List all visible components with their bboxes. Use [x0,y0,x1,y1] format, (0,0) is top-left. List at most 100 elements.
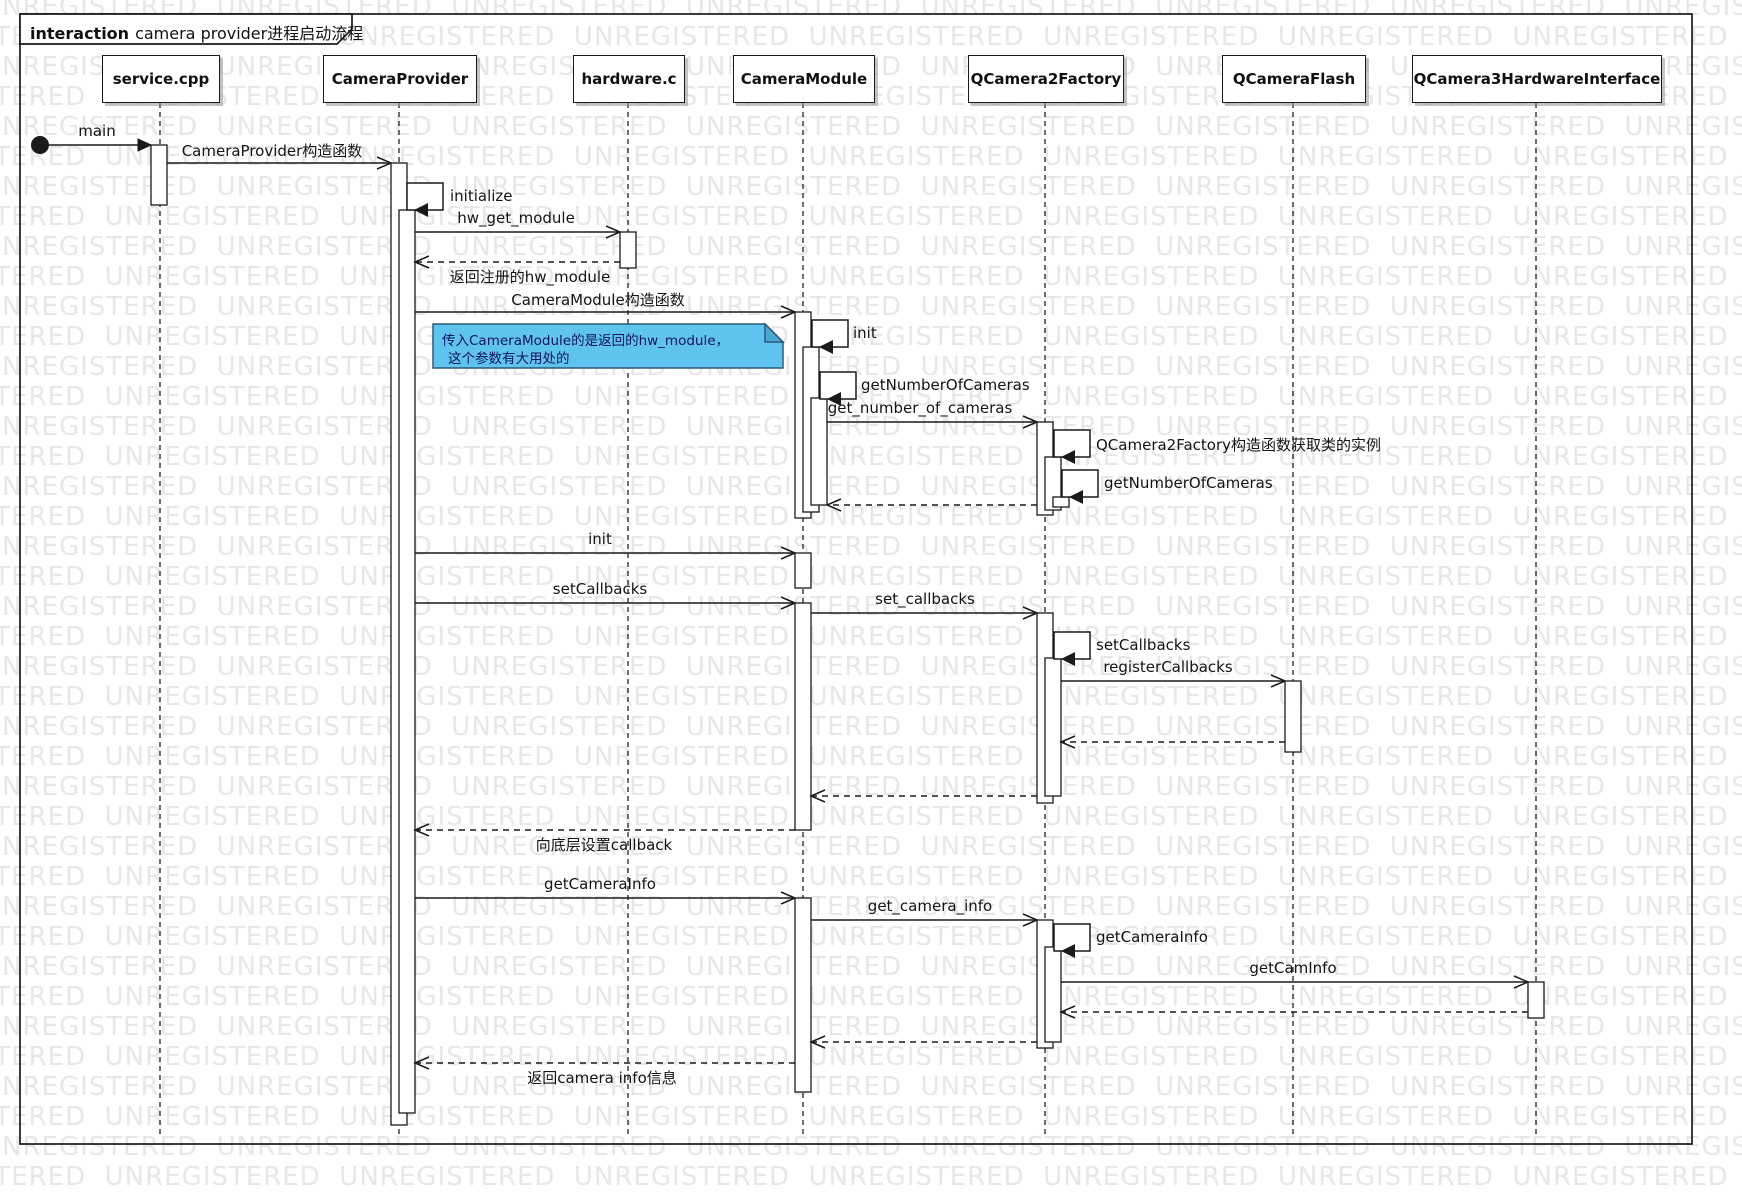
activation-bar[interactable] [810,397,828,506]
arrowhead-open [1022,606,1039,620]
note-box[interactable] [432,323,784,369]
watermark-row: UNREGISTERED UNREGISTERED UNREGISTERED U… [0,472,1742,502]
arrowhead-open [825,498,842,512]
message-label-get_camera_info[interactable]: get_camera_info [867,897,993,915]
watermark-row: UNREGISTERED UNREGISTERED UNREGISTERED U… [0,952,1742,982]
arrowhead-filled [1069,490,1083,504]
arrowhead-filled [827,392,841,406]
arrowhead-filled [819,340,833,354]
return-label-向底层设置callback[interactable]: 向底层设置callback [535,836,673,854]
self-message-label-getNumberOfCameras[interactable]: getNumberOfCameras [1104,474,1273,492]
watermark-row: UNREGISTERED UNREGISTERED UNREGISTERED U… [0,712,1742,742]
watermark-row: UNREGISTERED UNREGISTERED UNREGISTERED U… [0,1162,1729,1192]
activation-bar[interactable] [619,231,637,269]
arrowhead-filled [1061,450,1075,464]
arrowhead-open [1059,735,1076,749]
message-label-CameraProvider构造函数[interactable]: CameraProvider构造函数 [181,142,363,160]
watermark-row: UNREGISTERED UNREGISTERED UNREGISTERED U… [0,112,1742,142]
message-label-getCameraInfo[interactable]: getCameraInfo [544,875,656,893]
watermark-row: UNREGISTERED UNREGISTERED UNREGISTERED U… [0,742,1729,772]
return-label-返回注册的hw_module[interactable]: 返回注册的hw_module [449,268,611,286]
message-label-setCallbacks[interactable]: setCallbacks [552,580,648,598]
activation-bar[interactable] [1044,657,1062,797]
message-label-init[interactable]: init [588,530,612,548]
lifeline-head-QCamera2Factory[interactable]: QCamera2Factory [968,55,1124,103]
self-message-init[interactable] [811,319,849,348]
message-label-getCamInfo[interactable]: getCamInfo [1249,959,1337,977]
self-message-label-initialize[interactable]: initialize [450,187,513,205]
activation-bar[interactable] [794,552,812,589]
watermark-row: UNREGISTERED UNREGISTERED UNREGISTERED U… [0,832,1742,862]
watermark-row: UNREGISTERED UNREGISTERED UNREGISTERED U… [0,982,1729,1012]
activation-bar[interactable] [1052,496,1070,508]
lifeline-head-service.cpp[interactable]: service.cpp [102,55,220,103]
activation-bar[interactable] [1044,946,1062,1043]
watermark-row: UNREGISTERED UNREGISTERED UNREGISTERED U… [0,772,1742,802]
arrowhead-filled [1061,944,1075,958]
arrowhead-open [413,255,430,269]
self-message-label-QCamera2Factory构造函数获取类的实例[interactable]: QCamera2Factory构造函数获取类的实例 [1096,436,1382,454]
self-message-label-init[interactable]: init [853,324,877,342]
message-label-main[interactable]: main [78,122,116,140]
lifeline-head-CameraModule[interactable]: CameraModule [733,55,875,103]
message-label-set_callbacks[interactable]: set_callbacks [875,590,975,608]
activation-bar[interactable] [1527,981,1545,1019]
activation-bar[interactable] [1284,680,1302,753]
watermark-row: UNREGISTERED UNREGISTERED UNREGISTERED U… [0,922,1729,952]
lifeline-head-hardware.c[interactable]: hardware.c [573,55,685,103]
message-label-CameraModule构造函数[interactable]: CameraModule构造函数 [511,291,685,309]
watermark-row: UNREGISTERED UNREGISTERED UNREGISTERED U… [0,382,1729,412]
message-label-get_number_of_cameras[interactable]: get_number_of_cameras [827,399,1013,417]
watermark-row: UNREGISTERED UNREGISTERED UNREGISTERED U… [0,1102,1729,1132]
arrowhead-open [1270,674,1287,688]
watermark-row: UNREGISTERED UNREGISTERED UNREGISTERED U… [0,352,1742,382]
self-message-label-getCameraInfo[interactable]: getCameraInfo [1096,928,1208,946]
watermark-row: UNREGISTERED UNREGISTERED UNREGISTERED U… [0,592,1742,622]
watermark-row: UNREGISTERED UNREGISTERED UNREGISTERED U… [0,262,1729,292]
arrowhead-open [780,546,797,560]
arrowhead-open [1059,1005,1076,1019]
arrowhead-open [809,789,826,803]
arrowhead-open [413,823,430,837]
watermark-row: UNREGISTERED UNREGISTERED UNREGISTERED U… [0,502,1729,532]
title-text: camera provider进程启动流程 [135,24,364,43]
start-marker[interactable] [31,136,49,154]
return-label-返回camera info信息[interactable]: 返回camera info信息 [527,1069,677,1087]
self-message-label-getNumberOfCameras[interactable]: getNumberOfCameras [861,376,1030,394]
watermark-row: UNREGISTERED UNREGISTERED UNREGISTERED U… [0,0,1742,22]
arrowhead-open [780,891,797,905]
arrowhead-open [809,1035,826,1049]
activation-bar[interactable] [794,602,812,831]
arrowhead-open [780,596,797,610]
diagram-frame [19,13,1693,1145]
watermark-row: UNREGISTERED UNREGISTERED UNREGISTERED U… [0,292,1742,322]
watermark-row: UNREGISTERED UNREGISTERED UNREGISTERED U… [0,1132,1742,1162]
arrowhead-filled [414,203,428,217]
note-text-line2: 这个参数有大用处的 [448,351,570,367]
arrowhead-open [413,1056,430,1070]
message-label-registerCallbacks[interactable]: registerCallbacks [1103,658,1233,676]
watermark-row: UNREGISTERED UNREGISTERED UNREGISTERED U… [0,532,1742,562]
lifeline-head-CameraProvider[interactable]: CameraProvider [323,55,477,103]
activation-bar[interactable] [150,144,168,206]
arrowhead-open [1513,975,1530,989]
lifeline-head-QCameraFlash[interactable]: QCameraFlash [1222,55,1366,103]
watermark-row: UNREGISTERED UNREGISTERED UNREGISTERED U… [0,562,1729,592]
activation-bar[interactable] [794,897,812,1093]
arrowhead-open [376,156,393,170]
arrowhead-open [1022,415,1039,429]
note-fold-corner [764,322,785,343]
note-text-line1: 传入CameraModule的是返回的hw_module， [442,333,730,349]
lifeline-head-QCamera3HardwareInterface[interactable]: QCamera3HardwareInterface [1412,55,1662,103]
self-message-label-setCallbacks[interactable]: setCallbacks [1096,636,1191,654]
watermark-row: UNREGISTERED UNREGISTERED UNREGISTERED U… [0,1012,1742,1042]
arrowhead-filled [137,138,153,152]
message-label-hw_get_module[interactable]: hw_get_module [457,209,575,227]
arrowhead-filled [1061,652,1075,666]
watermark-row: UNREGISTERED UNREGISTERED UNREGISTERED U… [0,1072,1742,1102]
watermark-row: UNREGISTERED UNREGISTERED UNREGISTERED U… [0,682,1729,712]
